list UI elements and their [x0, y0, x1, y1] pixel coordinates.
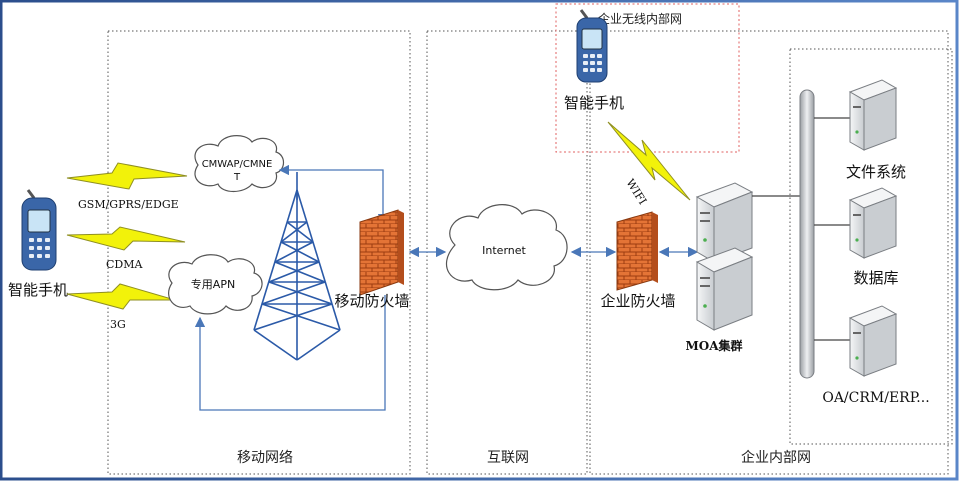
- zone-servers: [789, 48, 953, 445]
- apn-label: 专用APN: [191, 277, 235, 291]
- cloud-icon: [194, 135, 285, 193]
- 3g-label: 3G: [110, 318, 126, 331]
- wifi-label: WIFI: [623, 177, 649, 207]
- firewall-icon: [616, 211, 658, 291]
- moa-cluster-label: MOA集群: [685, 338, 742, 353]
- server-icon: [848, 187, 898, 259]
- cmwap-label-2: T: [233, 172, 241, 183]
- file-system-label: 文件系统: [846, 163, 906, 181]
- internet-label: Internet: [482, 244, 526, 257]
- cloud-icon: [445, 204, 568, 291]
- mobile-firewall-label: 移动防火墙: [334, 292, 409, 310]
- gsm-label: GSM/GPRS/EDGE: [78, 198, 179, 211]
- firewall-icon: [359, 209, 404, 296]
- cloud-icon: [168, 254, 263, 315]
- smartphone-icon: [21, 189, 57, 271]
- zone-mobile-network: [107, 30, 411, 475]
- smartphone-icon: [576, 9, 608, 83]
- zone-internet-label: 互联网: [487, 450, 529, 466]
- zone-wifi-label: 企业无线内部网: [598, 11, 682, 26]
- zone-wifi: [555, 3, 740, 153]
- zone-enterprise-label: 企业内部网: [741, 449, 811, 466]
- lightning-icon: [607, 121, 691, 201]
- server-icon: [848, 79, 898, 151]
- lightning-icon: [66, 162, 188, 190]
- oa-label: OA/CRM/ERP...: [822, 390, 929, 406]
- network-bus: [799, 89, 815, 379]
- server-icon: [695, 247, 754, 331]
- arrow-firewall-cmwap: [278, 164, 389, 225]
- enterprise-firewall-label: 企业防火墙: [600, 292, 675, 310]
- phone-top-label: 智能手机: [564, 94, 624, 112]
- lightning-icon: [66, 226, 186, 251]
- server-icon: [848, 305, 898, 377]
- cmwap-label: CMWAP/CMNE: [202, 159, 273, 170]
- server-icon: [695, 182, 754, 263]
- lightning-icon: [66, 283, 176, 310]
- phone-left-label: 智能手机: [8, 281, 68, 299]
- tower-icon: [253, 172, 341, 361]
- database-label: 数据库: [853, 269, 898, 287]
- zone-mobile-label: 移动网络: [237, 450, 293, 466]
- cdma-label: CDMA: [106, 258, 143, 271]
- arrow-firewall-apn: [194, 295, 386, 411]
